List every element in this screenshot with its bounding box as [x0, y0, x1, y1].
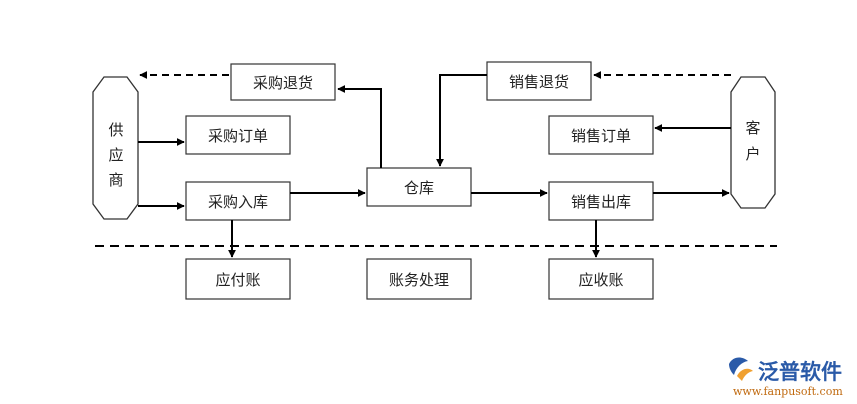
- warehouse-to-purchase-return-arrow: [337, 85, 382, 168]
- logo-mark-icon: [729, 357, 753, 381]
- receivable-label: 应收账: [578, 271, 623, 289]
- supplier-char-1: 供: [108, 121, 123, 139]
- payable-box: 应付账: [185, 258, 291, 300]
- accounting-label: 账务处理: [389, 271, 449, 289]
- customer-node: 客 户: [730, 76, 776, 209]
- sales-return-label: 销售退货: [509, 73, 569, 91]
- accounting-box: 账务处理: [366, 258, 472, 300]
- purchase-order-box: 采购订单: [185, 115, 291, 155]
- payable-label: 应付账: [215, 271, 260, 289]
- supplier-node: 供 应 商: [92, 76, 139, 220]
- purchase-in-box: 采购入库: [185, 181, 291, 221]
- customer-char-2: 户: [745, 145, 760, 163]
- warehouse-label: 仓库: [404, 179, 434, 197]
- receivable-box: 应收账: [548, 258, 654, 300]
- purchase-return-box: 采购退货: [230, 63, 336, 101]
- logo-url: www.fanpusoft.com: [733, 385, 843, 398]
- logo-name: 泛普软件: [758, 360, 842, 384]
- sales-out-box: 销售出库: [548, 181, 654, 221]
- sales-order-label: 销售订单: [571, 127, 631, 145]
- sales-out-label: 销售出库: [571, 193, 631, 211]
- purchase-in-label: 采购入库: [208, 193, 268, 211]
- fanpusoft-logo: 泛普软件 www.fanpusoft.com: [729, 357, 843, 398]
- supplier-char-2: 应: [108, 146, 123, 164]
- sales-return-to-warehouse-arrow: [436, 74, 487, 167]
- supplier-char-3: 商: [108, 171, 123, 189]
- purchase-order-label: 采购订单: [208, 127, 268, 145]
- purchase-return-label: 采购退货: [253, 74, 313, 92]
- sales-order-box: 销售订单: [548, 115, 654, 155]
- sales-return-box: 销售退货: [486, 61, 592, 101]
- warehouse-box: 仓库: [366, 167, 472, 207]
- customer-char-1: 客: [745, 119, 760, 137]
